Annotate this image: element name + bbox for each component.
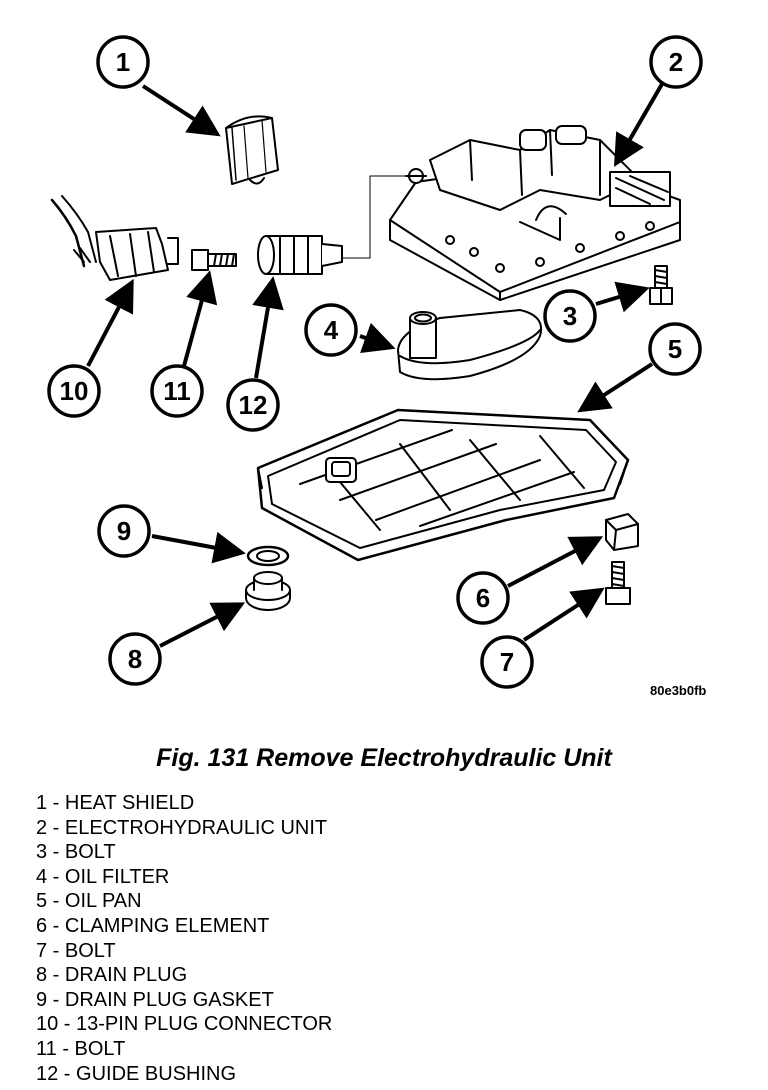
- legend-item: 1 - HEAT SHIELD: [36, 792, 195, 814]
- arrow-7: [522, 587, 605, 642]
- legend-item: 5 - OIL PAN: [36, 890, 142, 913]
- arrow-3: [595, 281, 650, 313]
- arrow-4: [359, 322, 396, 353]
- arrow-6: [507, 536, 604, 588]
- callout-2: 2: [649, 35, 703, 89]
- callout-6: 6: [456, 571, 510, 625]
- legend-item: 6 - CLAMPING ELEMENT: [36, 914, 270, 937]
- svg-text:2: 2: [669, 47, 683, 77]
- heat-shield-part: [225, 115, 279, 185]
- oil-filter-part: [397, 309, 542, 381]
- plug-connector-part: [50, 195, 179, 281]
- drain-plug-gasket-part: [246, 545, 290, 567]
- electrohydraulic-unit-part: [389, 125, 681, 301]
- guide-bushing-part: [257, 235, 343, 275]
- parts-legend: 1 - HEAT SHIELD 2 - ELECTROHYDRAULIC UNI…: [36, 791, 332, 1086]
- oil-pan-part: [256, 408, 630, 562]
- svg-text:4: 4: [324, 315, 339, 345]
- callout-8: 8: [108, 632, 162, 686]
- svg-text:7: 7: [500, 647, 514, 677]
- legend-item: 7 - BOLT: [36, 939, 116, 962]
- callout-11: 11: [150, 364, 204, 418]
- callout-4: 4: [304, 303, 358, 357]
- legend-item: 2 - ELECTROHYDRAULIC UNIT: [36, 816, 328, 839]
- svg-text:3: 3: [563, 301, 577, 331]
- legend-item: 10 - 13-PIN PLUG CONNECTOR: [36, 1013, 333, 1036]
- svg-text:9: 9: [117, 516, 131, 546]
- bolt-3-part: [649, 265, 673, 305]
- arrow-11: [182, 270, 218, 367]
- arrow-9: [151, 531, 246, 564]
- arrow-8: [159, 602, 246, 648]
- callout-7: 7: [480, 635, 534, 689]
- drain-plug-part: [245, 571, 291, 611]
- bolt-11-part: [191, 249, 237, 271]
- arrow-12: [252, 276, 284, 379]
- legend-item: 11 - BOLT: [36, 1037, 126, 1060]
- arrow-5: [577, 362, 654, 413]
- svg-text:1: 1: [116, 47, 130, 77]
- legend-item: 4 - OIL FILTER: [36, 865, 170, 888]
- svg-text:6: 6: [476, 583, 490, 613]
- callout-arrows: [86, 82, 664, 648]
- exploded-parts-diagram: 1 2 3 4 5 6 7 8: [47, 35, 703, 689]
- figure-reference-code: 80e3b0fb: [650, 683, 707, 698]
- callout-12: 12: [226, 378, 280, 432]
- arrow-1: [141, 84, 221, 137]
- callout-1: 1: [96, 35, 150, 89]
- callout-3: 3: [543, 289, 597, 343]
- svg-text:11: 11: [163, 376, 191, 406]
- svg-text:10: 10: [60, 376, 89, 406]
- arrow-2: [613, 82, 664, 167]
- legend-item: 9 - DRAIN PLUG GASKET: [36, 988, 274, 1011]
- callout-5: 5: [648, 322, 702, 376]
- legend-item: 3 - BOLT: [36, 841, 116, 864]
- callout-10: 10: [47, 364, 101, 418]
- figure-title: Fig. 131 Remove Electrohydraulic Unit: [156, 744, 612, 772]
- legend-item: 12 - GUIDE BUSHING: [36, 1062, 237, 1085]
- svg-text:5: 5: [668, 334, 682, 364]
- clamping-element-part: [605, 513, 639, 551]
- bolt-7-part: [605, 561, 631, 605]
- arrow-10: [86, 278, 134, 367]
- legend-item: 8 - DRAIN PLUG: [36, 964, 188, 987]
- callout-9: 9: [97, 504, 151, 558]
- svg-text:12: 12: [239, 390, 268, 420]
- svg-text:8: 8: [128, 644, 142, 674]
